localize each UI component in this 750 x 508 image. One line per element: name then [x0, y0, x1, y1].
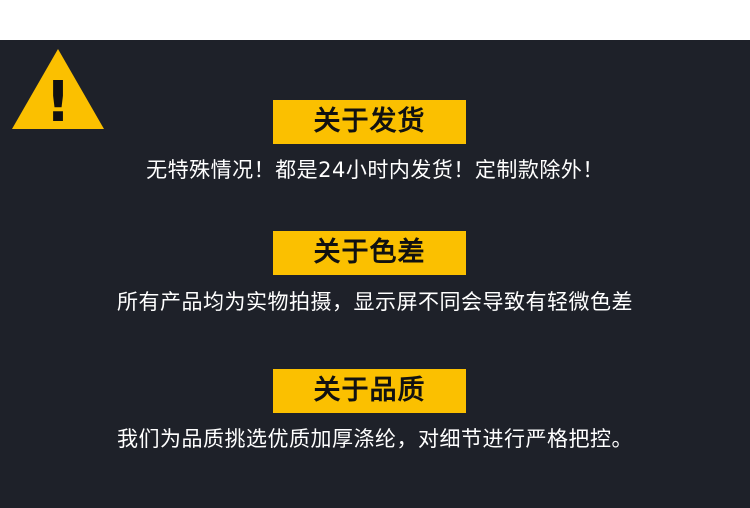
warning-exclamation-glyph: ! [45, 70, 71, 131]
section-heading-shipping: 关于发货 [273, 100, 466, 144]
warning-triangle-icon: ! [12, 49, 104, 131]
section-heading-color-difference: 关于色差 [273, 231, 466, 275]
section-text-color-difference: 所有产品均为实物拍摄，显示屏不同会导致有轻微色差 [117, 290, 633, 314]
section-text-quality: 我们为品质挑选优质加厚涤纶，对细节进行严格把控。 [117, 427, 633, 451]
section-text-shipping: 无特殊情况！都是24小时内发货！定制款除外！ [146, 158, 604, 182]
section-heading-quality: 关于品质 [273, 369, 466, 413]
